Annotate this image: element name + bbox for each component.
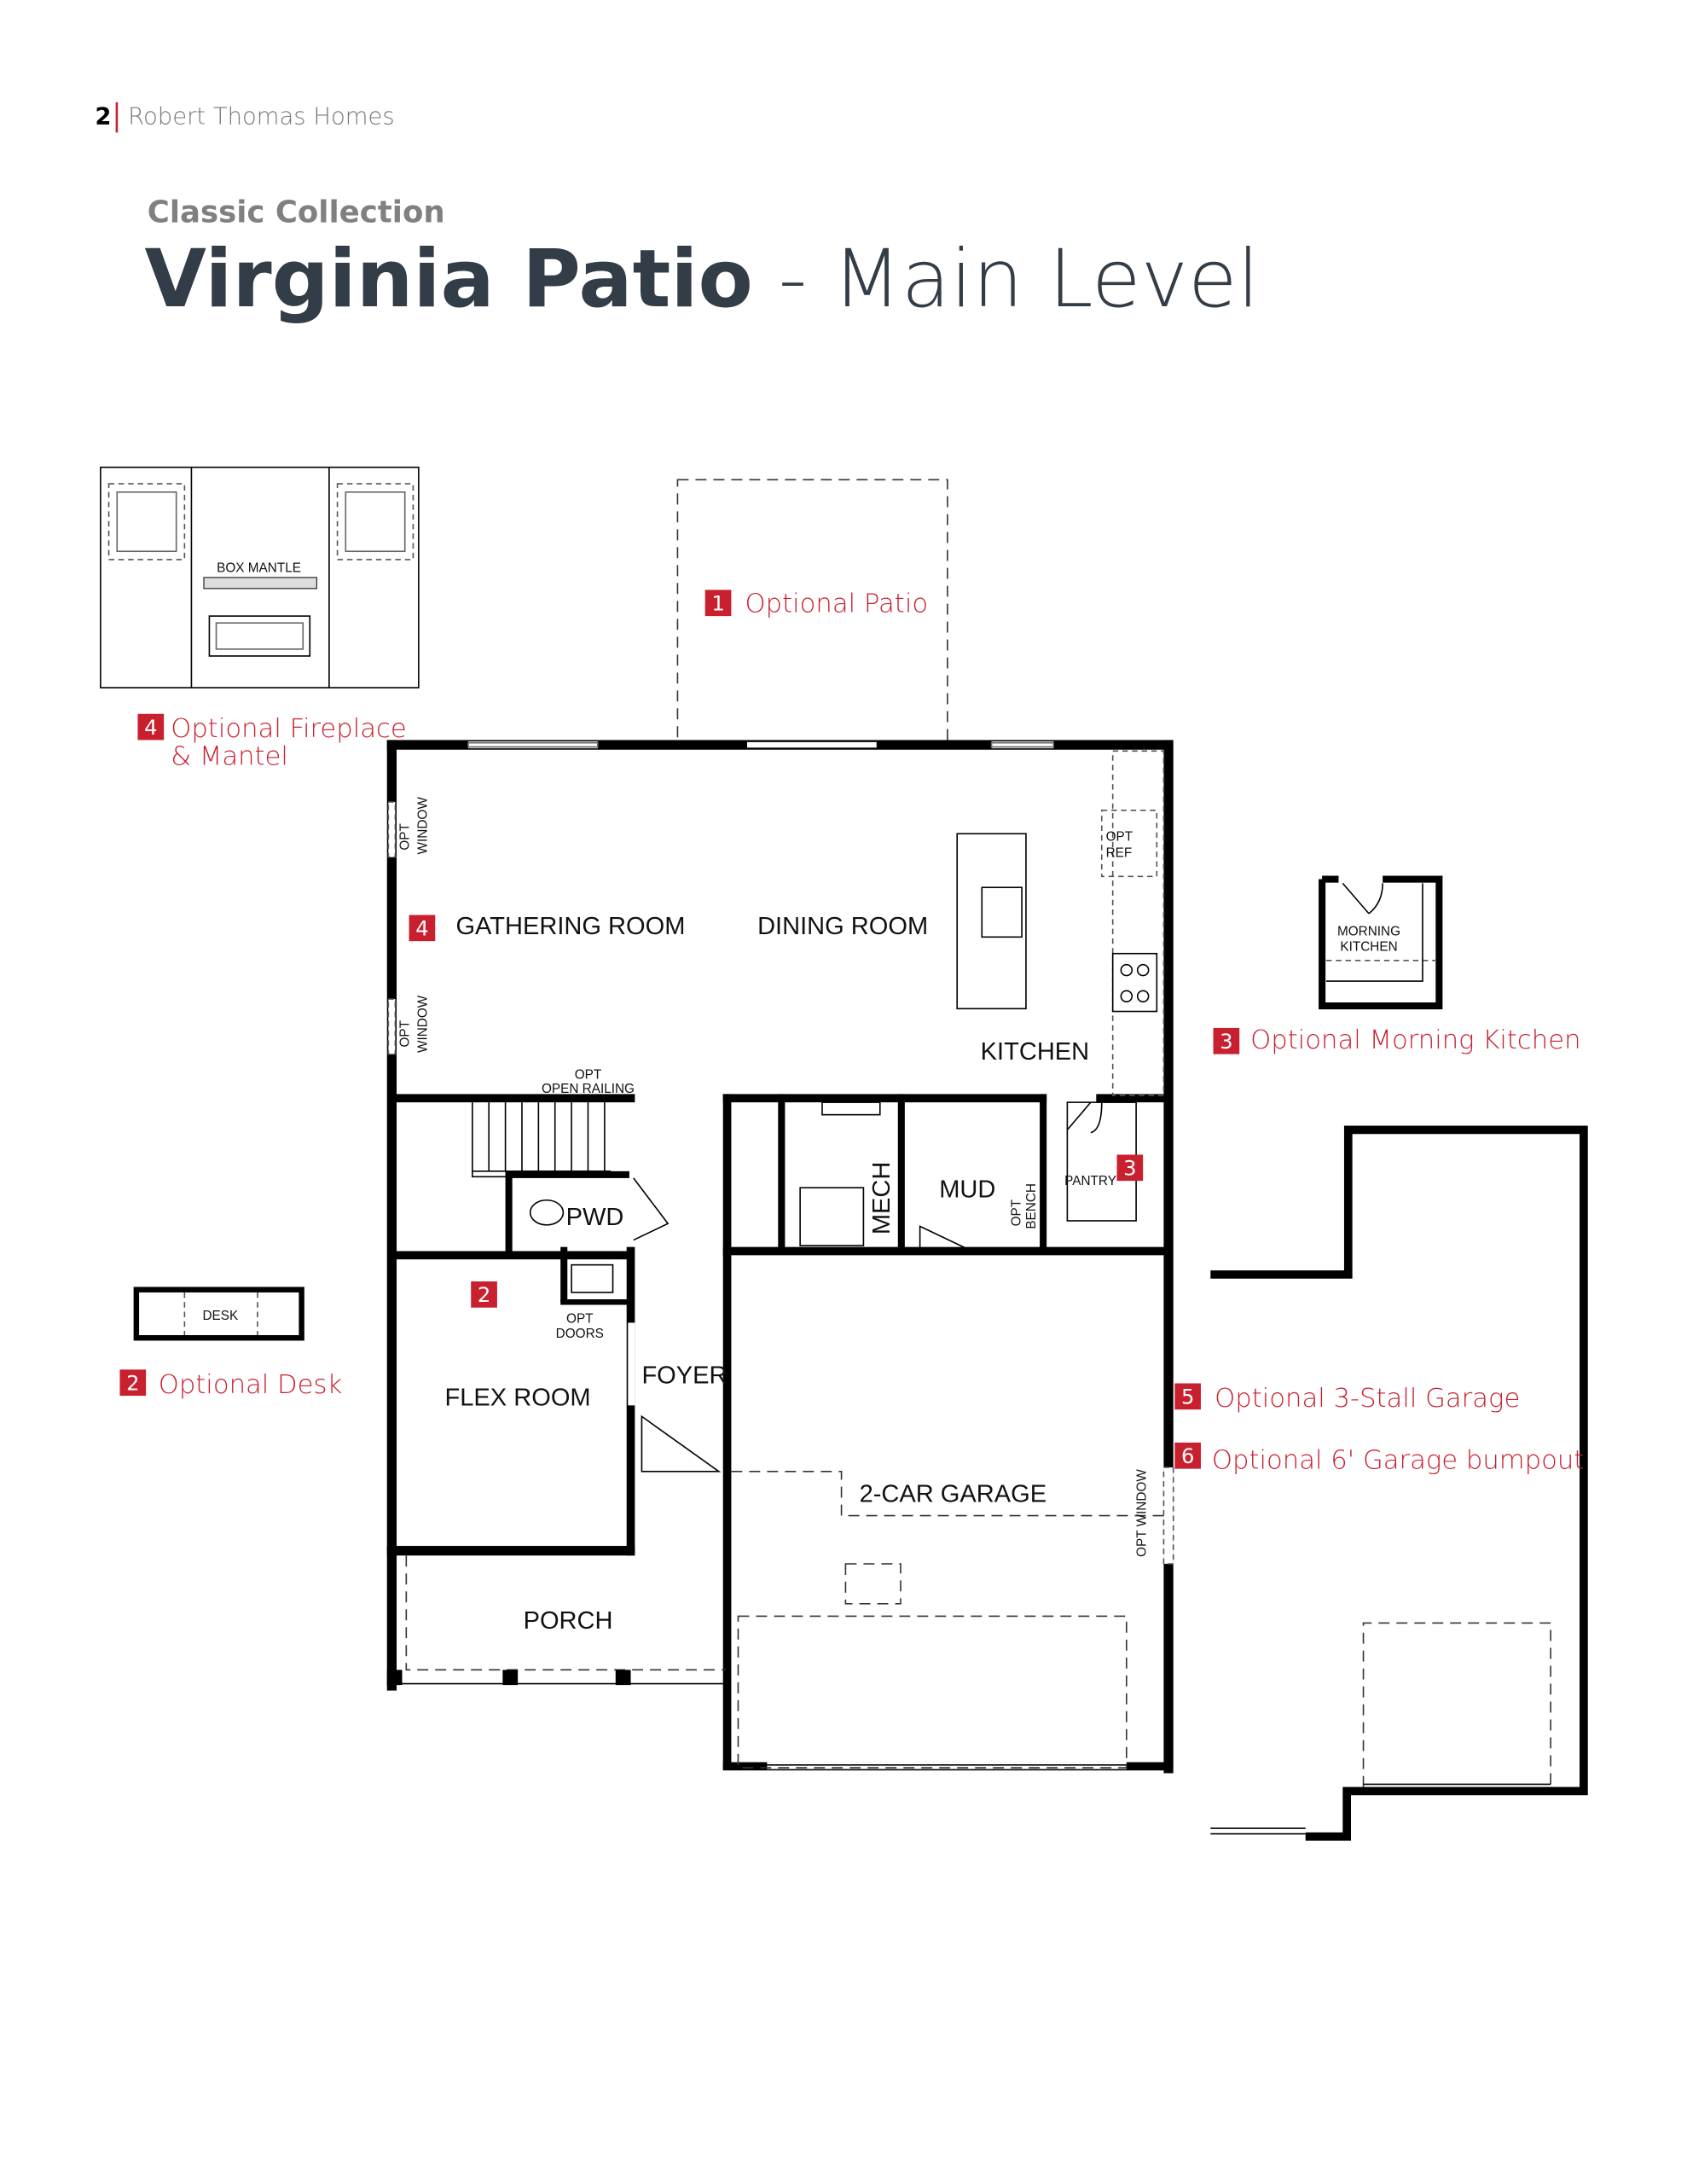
sink-icon — [981, 886, 1023, 938]
vanity-icon — [571, 1263, 614, 1293]
opt-railing-note: OPT — [575, 1068, 602, 1083]
svg-text:3: 3 — [1123, 1157, 1136, 1181]
opt-bench-note: OPT — [1009, 1199, 1023, 1226]
toilet-icon — [529, 1199, 565, 1226]
svg-text:Optional 6' Garage bumpout: Optional 6' Garage bumpout — [1212, 1446, 1584, 1476]
room-porch: PORCH — [524, 1607, 613, 1635]
option-2-label: 2 Optional Desk — [119, 1369, 343, 1400]
plan-badge-2: 2 — [471, 1281, 497, 1308]
option-1-label: 1 Optional Patio — [704, 589, 929, 619]
svg-text:Optional Patio: Optional Patio — [745, 589, 929, 619]
room-pantry: PANTRY — [1064, 1174, 1116, 1188]
svg-text:DESK: DESK — [202, 1309, 239, 1323]
box-mantle-label: BOX MANTLE — [217, 561, 301, 575]
opt-window-note: WINDOW — [416, 995, 431, 1053]
option-4-label: 4 Optional Fireplace & Mantel — [137, 713, 407, 772]
plan-badge-3: 3 — [1116, 1154, 1144, 1182]
house-walls — [386, 740, 1174, 1774]
opt-bench-note: BENCH — [1024, 1183, 1039, 1229]
svg-text:4: 4 — [144, 716, 157, 740]
mantle-icon — [203, 577, 318, 590]
opt-window-note: OPT — [398, 1019, 413, 1047]
opt-window-note: WINDOW — [416, 797, 431, 855]
room-foyer: FOYER — [641, 1362, 727, 1390]
room-dining: DINING ROOM — [757, 913, 928, 940]
page-title: Virginia Patio - Main Level — [145, 233, 1260, 326]
fireplace-inset: BOX MANTLE — [100, 466, 420, 688]
option-5-label: 5 Optional 3-Stall Garage — [1174, 1383, 1520, 1414]
front-door[interactable] — [641, 1414, 722, 1472]
page-header: 2 Robert Thomas Homes — [95, 102, 395, 133]
page-number: 2 — [95, 104, 111, 131]
opt-ref-note: REF — [1106, 846, 1133, 861]
range-icon — [1111, 952, 1158, 1013]
desk-inset: DESK — [133, 1287, 304, 1341]
option-6-label: 6 Optional 6' Garage bumpout — [1174, 1442, 1584, 1476]
opt-ref-note: OPT — [1106, 829, 1133, 844]
pantry-door[interactable] — [1066, 1101, 1103, 1134]
svg-text:6: 6 — [1181, 1444, 1194, 1468]
svg-text:Optional 3-Stall Garage: Optional 3-Stall Garage — [1215, 1384, 1520, 1414]
plan-name: Virginia Patio — [145, 233, 753, 326]
svg-text:5: 5 — [1181, 1385, 1194, 1409]
morning-kitchen-inset: MORNING KITCHEN — [1319, 875, 1443, 1010]
svg-text:KITCHEN: KITCHEN — [1340, 939, 1397, 954]
brand-name: Robert Thomas Homes — [128, 104, 395, 131]
svg-text:4: 4 — [415, 917, 428, 941]
collection-name: Classic Collection — [148, 195, 445, 229]
svg-text:2: 2 — [478, 1283, 490, 1307]
level-name: - Main Level — [753, 233, 1260, 326]
svg-text:Optional Morning Kitchen: Optional Morning Kitchen — [1250, 1025, 1580, 1055]
opt-doors-note: DOORS — [556, 1327, 604, 1341]
svg-text:Optional Fireplace: Optional Fireplace — [171, 714, 407, 744]
room-flex: FLEX ROOM — [445, 1384, 591, 1411]
svg-text:MORNING: MORNING — [1337, 925, 1400, 939]
svg-text:2: 2 — [126, 1372, 139, 1396]
three-stall-garage-outline — [1210, 1125, 1588, 1841]
room-gathering: GATHERING ROOM — [455, 913, 685, 940]
option-3-label: 3 Optional Morning Kitchen — [1213, 1025, 1581, 1055]
svg-text:& Mantel: & Mantel — [171, 742, 288, 772]
room-pwd: PWD — [566, 1204, 624, 1231]
stairs — [472, 1102, 612, 1178]
garage-opt-window-note: OPT WINDOW — [1134, 1469, 1149, 1557]
washer-dryer-icon — [799, 1187, 865, 1246]
svg-text:Optional Desk: Optional Desk — [159, 1370, 343, 1400]
pwd-door[interactable] — [633, 1177, 670, 1241]
room-garage: 2-CAR GARAGE — [860, 1480, 1047, 1507]
garage-entry-door[interactable] — [919, 1225, 978, 1255]
room-mud: MUD — [939, 1176, 995, 1204]
room-mech: MECH — [868, 1162, 896, 1235]
kitchen-island — [956, 833, 1027, 1010]
svg-text:1: 1 — [711, 592, 724, 616]
svg-text:3: 3 — [1220, 1030, 1232, 1054]
opt-railing-note: OPEN RAILING — [542, 1082, 635, 1096]
plan-badge-4: 4 — [409, 915, 436, 942]
opt-doors-note: OPT — [566, 1311, 594, 1326]
opt-window-note: OPT — [398, 822, 413, 850]
room-kitchen: KITCHEN — [981, 1038, 1090, 1066]
header-divider — [115, 102, 119, 133]
